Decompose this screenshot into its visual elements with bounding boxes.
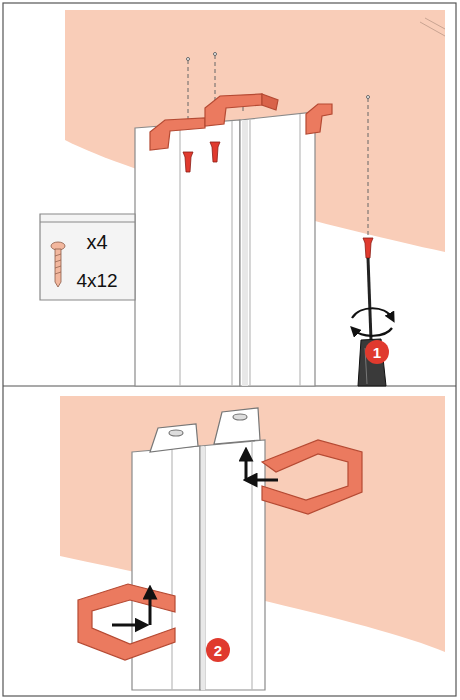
callout-circle: [365, 340, 389, 364]
callout-circle: [206, 638, 230, 662]
screwdriver: [358, 258, 386, 386]
callout-number: 2: [214, 643, 222, 658]
screw-bag: [40, 214, 135, 300]
rotation-arrow: [352, 308, 392, 336]
rail-clip: [150, 408, 260, 452]
quantity-label: x4: [86, 232, 107, 252]
callout-number: 1: [373, 345, 381, 360]
motion-arrow: [112, 454, 278, 625]
screw-size-label: 4x12: [76, 271, 117, 290]
screw-icon: [51, 242, 65, 287]
end-cap: [78, 440, 362, 660]
rail-profile: [132, 440, 265, 690]
screw-path-end: [187, 53, 370, 101]
bracket: [150, 94, 332, 150]
screw: [183, 142, 373, 258]
panel-frame: [3, 3, 456, 696]
rail-profile: [135, 112, 315, 386]
